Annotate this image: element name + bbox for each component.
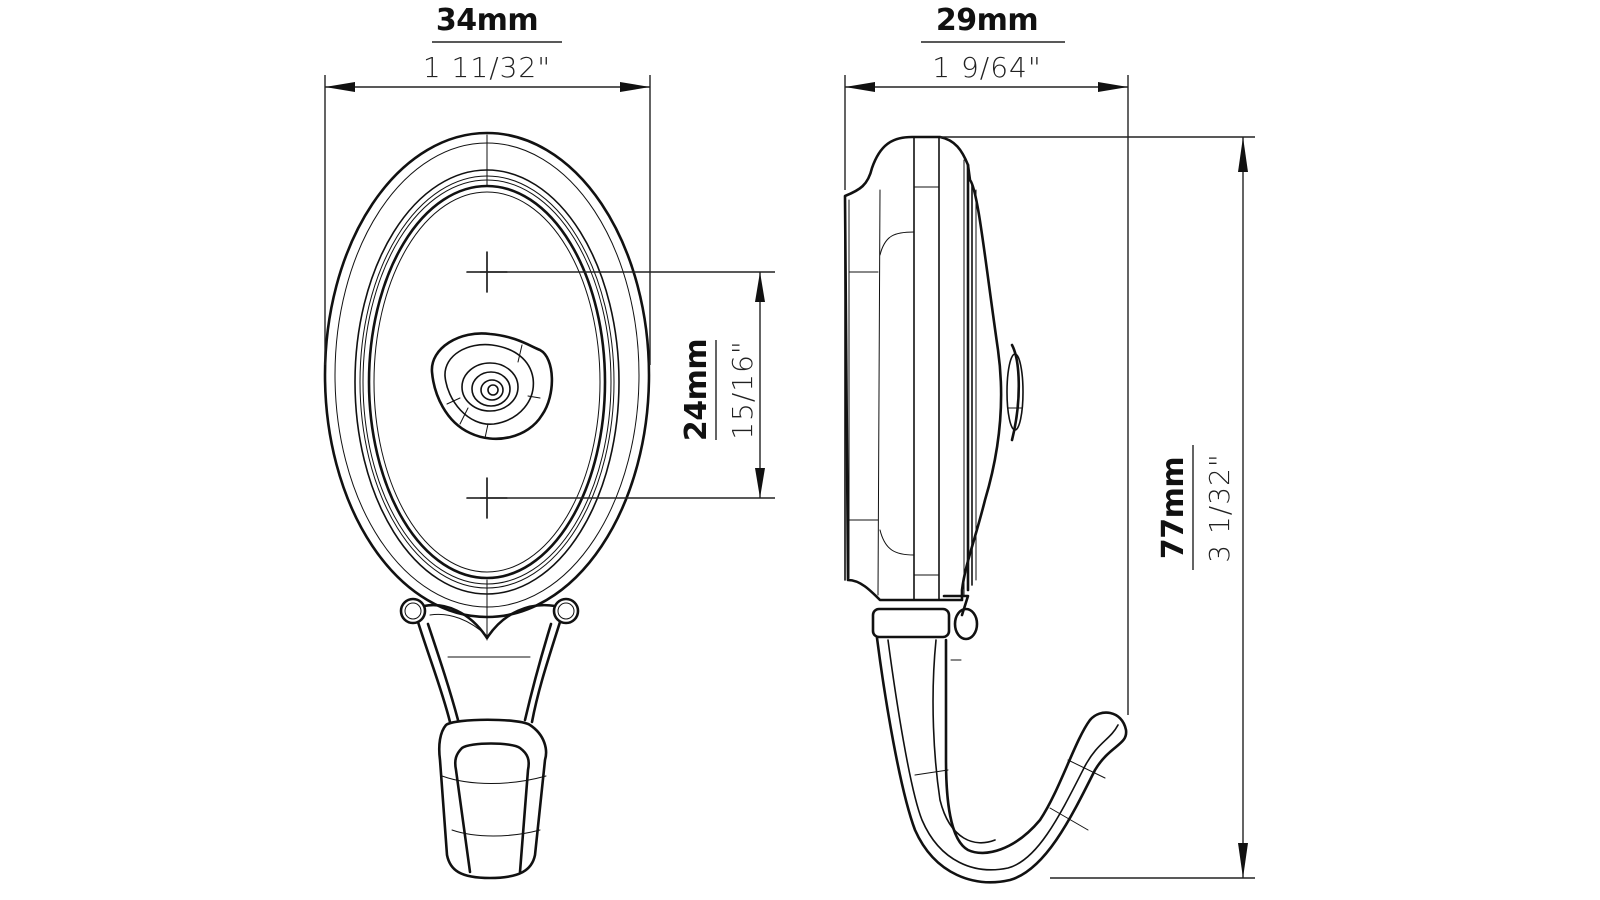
dimension-depth: 29mm 1 9/64" — [844, 3, 1129, 715]
hinge-right — [552, 597, 580, 625]
hook-tip-front — [437, 718, 548, 880]
hole-spacing-imperial-label: 15/16" — [726, 340, 759, 440]
depth-metric-label: 29mm — [936, 3, 1038, 38]
depth-imperial-label: 1 9/64" — [932, 51, 1041, 84]
height-imperial-label: 3 1/32" — [1203, 453, 1236, 562]
dimension-width: 34mm 1 11/32" — [324, 3, 651, 365]
height-metric-label: 77mm — [1156, 457, 1191, 559]
hinge-left — [399, 597, 427, 625]
rose-ornament-icon — [430, 332, 554, 441]
width-metric-label: 34mm — [436, 3, 538, 38]
width-imperial-label: 1 11/32" — [423, 51, 551, 84]
hinge-collar — [871, 607, 979, 641]
rose-profile — [1010, 343, 1021, 442]
side-view — [843, 135, 1128, 884]
dimension-height: 77mm 3 1/32" — [940, 136, 1255, 879]
dimension-hole-spacing: 24mm 15/16" — [480, 271, 775, 499]
front-view — [323, 131, 651, 880]
j-hook-side — [875, 636, 1128, 884]
hole-spacing-metric-label: 24mm — [679, 339, 714, 441]
